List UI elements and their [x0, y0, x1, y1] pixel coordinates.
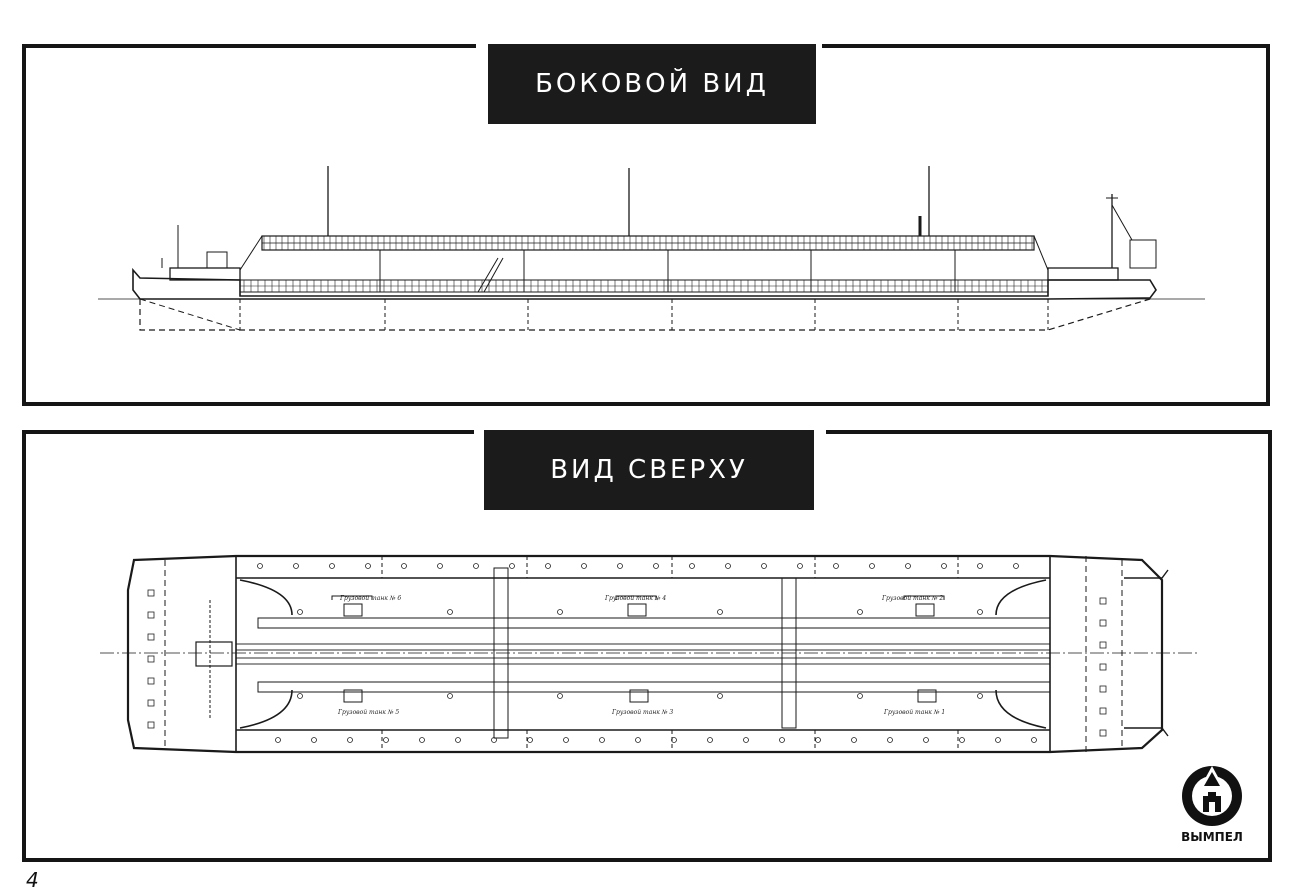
page-number: 4: [26, 868, 39, 892]
side-view-drawing: [98, 166, 1205, 331]
top-view-title: ВИД СВЕРХУ: [484, 430, 814, 510]
tank-label: Грузовой танк № 1: [883, 709, 945, 716]
side-view-panel: БОКОВОЙ ВИД: [22, 43, 1270, 406]
logo-text: ВЫМПЕЛ: [1181, 830, 1243, 844]
side-view-title: БОКОВОЙ ВИД: [488, 44, 816, 124]
top-view-panel: ВИД СВЕРХУ: [22, 429, 1272, 862]
tank-label: Грузовой танк № 5: [337, 709, 399, 716]
vympel-logo: ВЫМПЕЛ: [1172, 762, 1252, 852]
tank-label: Грузовой танк № 6: [339, 595, 401, 602]
tank-label: Грузовой танк № 3: [611, 709, 673, 716]
tank-label: Грузовой танк № 2: [881, 595, 943, 602]
vympel-emblem-icon: [1182, 766, 1242, 826]
tank-label: Грузовой танк № 4: [604, 595, 666, 602]
